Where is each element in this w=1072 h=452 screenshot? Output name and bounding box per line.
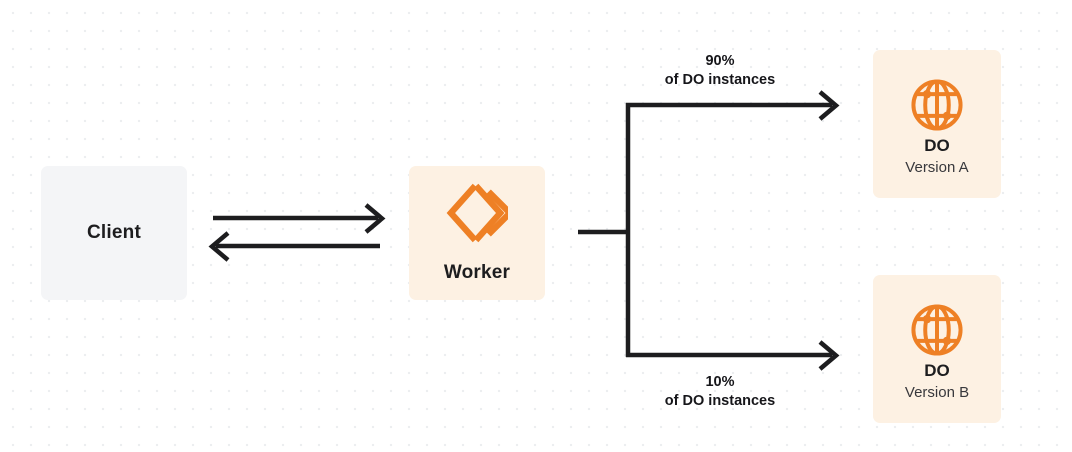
- globe-icon: [908, 297, 966, 359]
- do-b-label: DO: [924, 361, 950, 380]
- edge-label-do-b: 10% of DO instances: [610, 373, 830, 411]
- edge-label-do-a-percent: 90%: [705, 53, 735, 69]
- cloudflare-workers-icon-svg: [446, 183, 508, 243]
- edge-label-do-a: 90% of DO instances: [610, 52, 830, 90]
- do-b-sublabel: Version B: [904, 384, 970, 401]
- node-worker[interactable]: Worker: [409, 166, 545, 300]
- globe-icon: [908, 72, 966, 134]
- edge-worker-to-client: [208, 231, 380, 262]
- node-do-version-b[interactable]: DO Version B: [873, 275, 1001, 423]
- edge-label-do-b-caption: of DO instances: [664, 393, 776, 409]
- edge-worker-to-do-b: [626, 340, 840, 371]
- edge-label-do-b-percent: 10%: [705, 374, 735, 390]
- edge-worker-branch: [578, 103, 631, 357]
- edge-client-to-worker: [213, 203, 386, 234]
- edge-label-do-a-caption: of DO instances: [664, 72, 776, 88]
- do-a-sublabel: Version A: [905, 159, 969, 176]
- node-do-version-a[interactable]: DO Version A: [873, 50, 1001, 198]
- globe-icon-svg: [911, 304, 963, 356]
- globe-icon-svg: [911, 79, 963, 131]
- worker-label: Worker: [443, 262, 511, 283]
- do-a-label: DO: [924, 136, 950, 155]
- node-client[interactable]: Client: [41, 166, 187, 300]
- client-label: Client: [87, 222, 141, 243]
- cloudflare-workers-icon: [446, 182, 508, 244]
- edge-worker-to-do-a: [626, 90, 840, 121]
